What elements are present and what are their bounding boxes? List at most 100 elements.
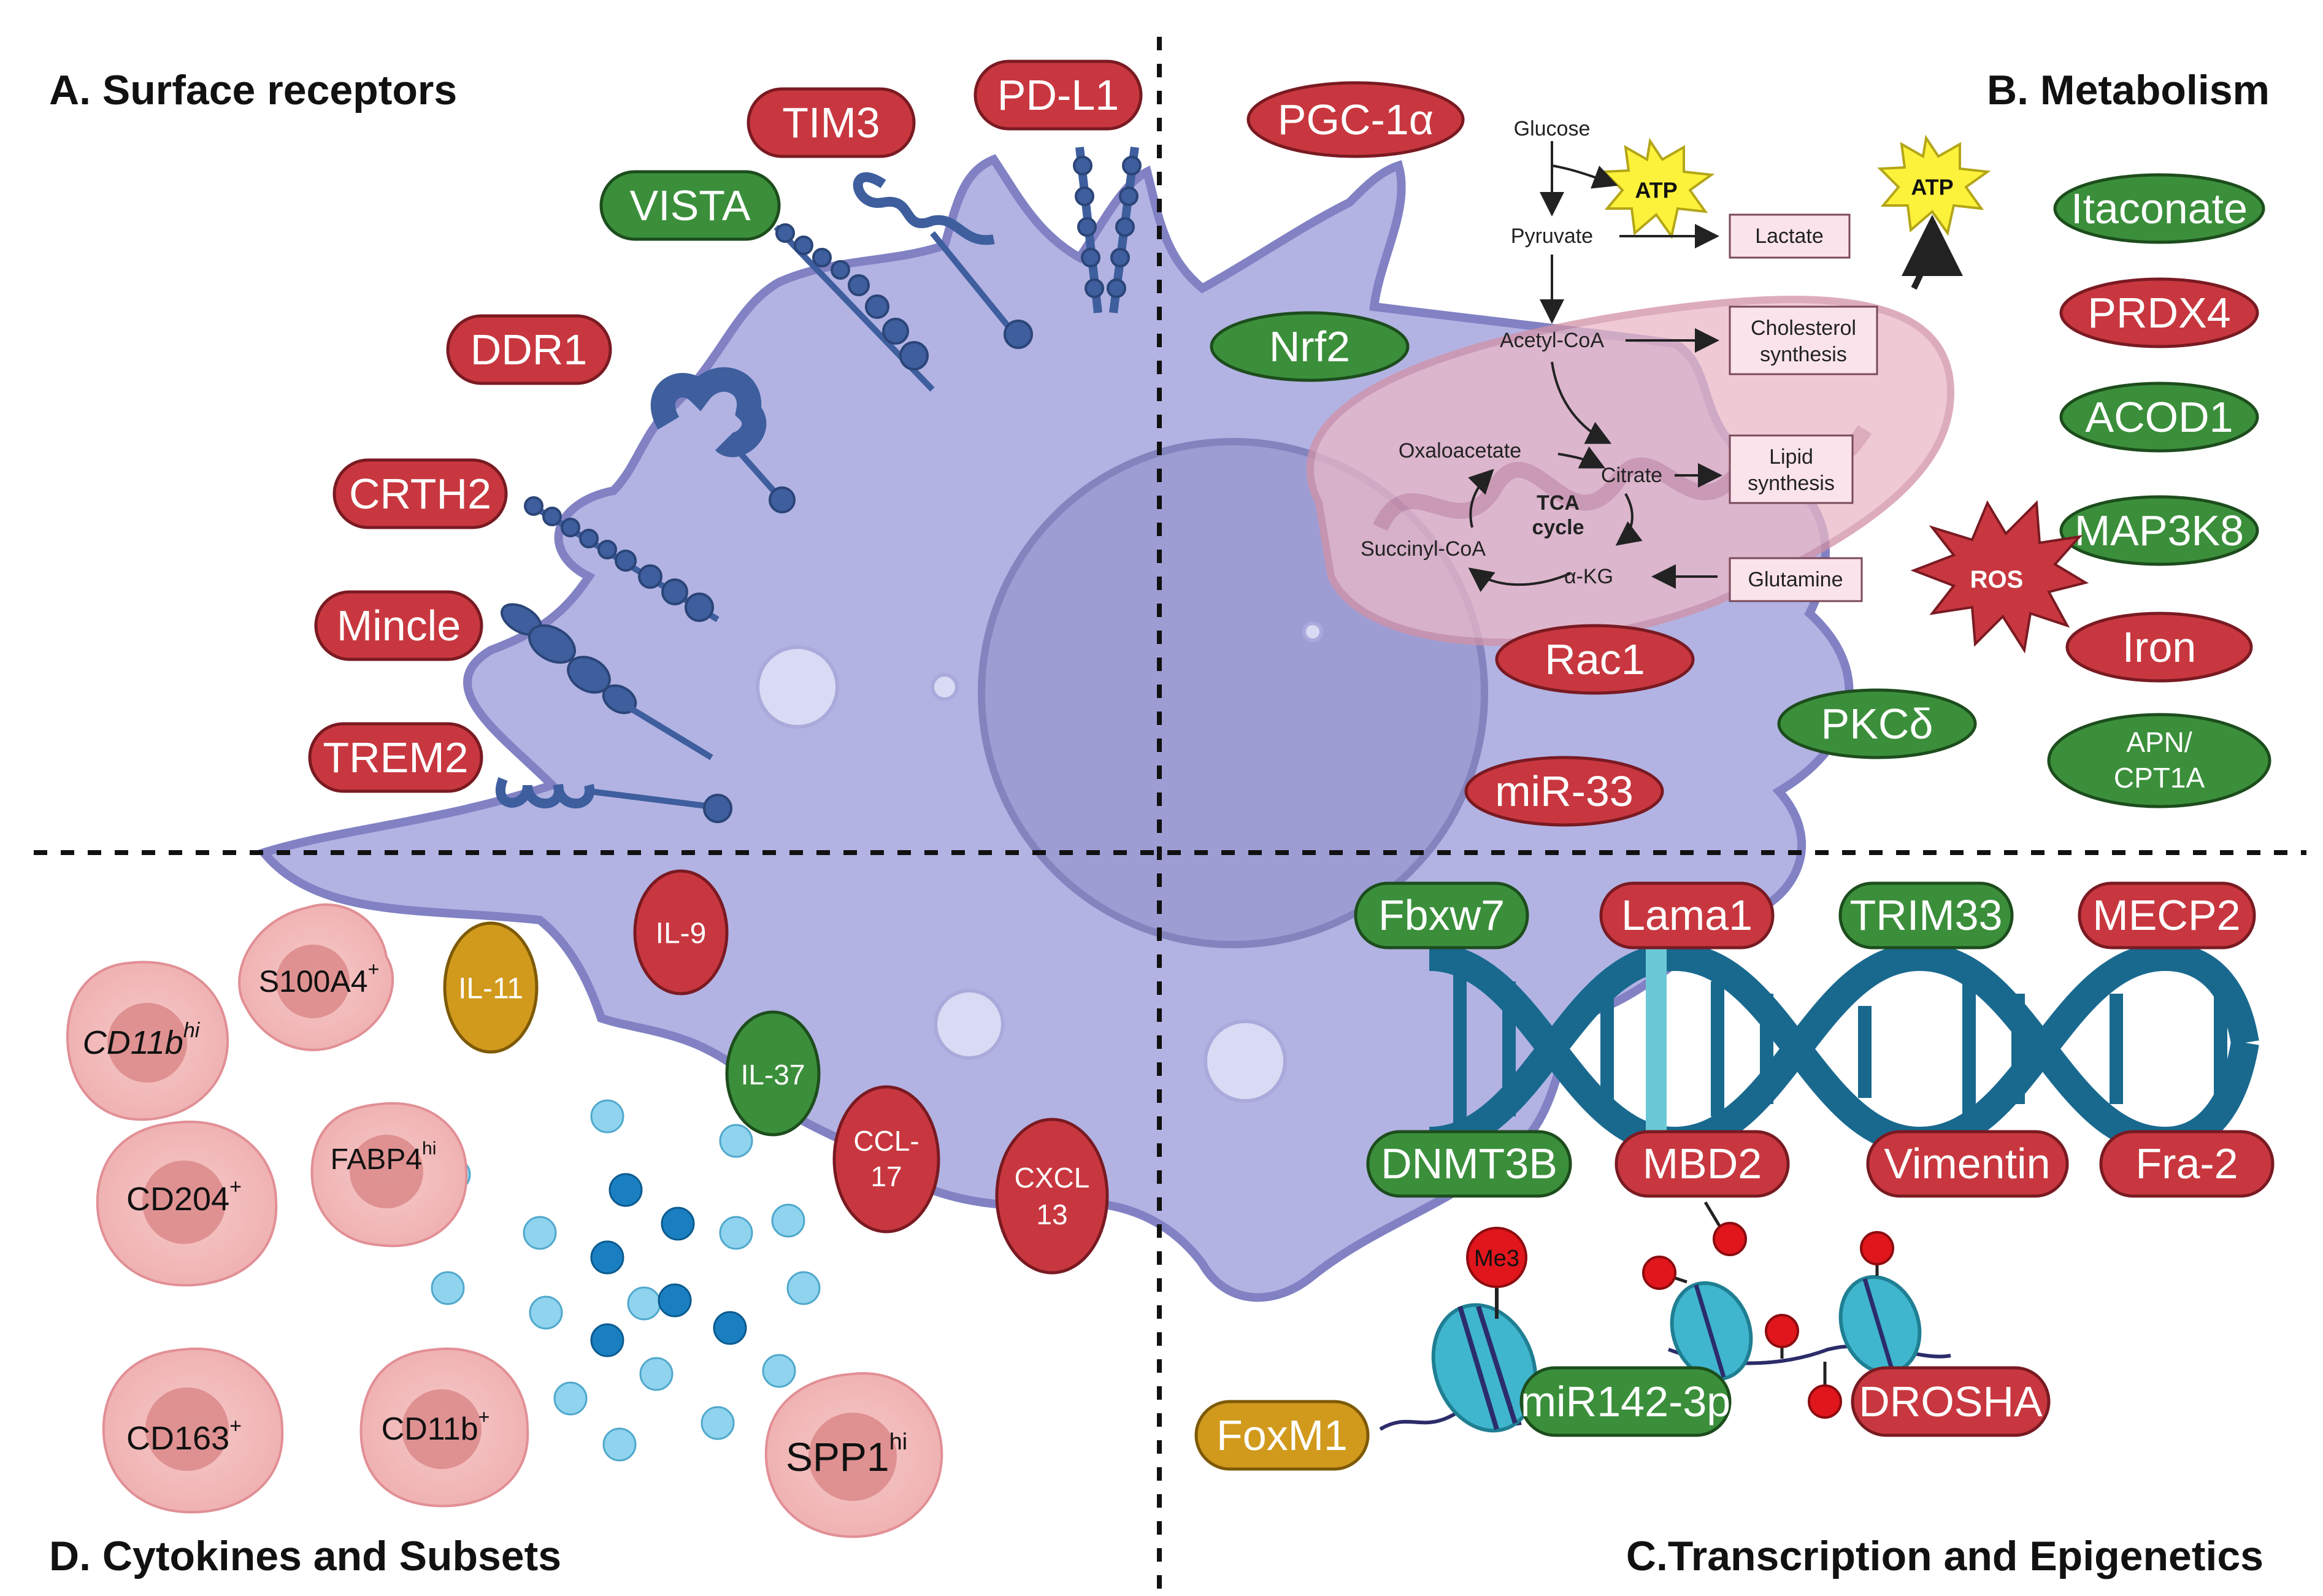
svg-text:ATP: ATP <box>1911 175 1953 200</box>
svg-text:VISTA: VISTA <box>629 182 750 229</box>
crth2-receptor-icon <box>524 496 720 623</box>
svg-text:Nrf2: Nrf2 <box>1269 323 1350 370</box>
svg-text:S100A4+: S100A4+ <box>259 958 380 999</box>
svg-text:Oxaloacetate: Oxaloacetate <box>1399 439 1521 462</box>
heading-metabolism: B. Metabolism <box>1987 67 2270 113</box>
lactate-box: Lactate <box>1729 213 1851 259</box>
drosha-pill: DROSHA <box>1851 1366 2051 1437</box>
vimentin-pill: Vimentin <box>1866 1130 2069 1198</box>
svg-text:Mincle: Mincle <box>337 602 461 650</box>
svg-text:17: 17 <box>870 1161 902 1192</box>
svg-text:MECP2: MECP2 <box>2092 891 2240 939</box>
subset-cd11b-hi: CD11bhi <box>66 961 229 1121</box>
svg-text:Itaconate: Itaconate <box>2071 185 2248 232</box>
svg-text:CPT1A: CPT1A <box>2114 762 2205 794</box>
svg-text:α-KG: α-KG <box>1564 565 1613 588</box>
svg-text:Pyruvate: Pyruvate <box>1511 224 1593 248</box>
cholesterol-box: Cholesterol synthesis <box>1729 305 1878 375</box>
macrophage-subsets: S100A4+ CD11bhi FABP4hi CD204+ CD163+ CD… <box>66 903 943 1538</box>
svg-text:Fbxw7: Fbxw7 <box>1378 891 1505 939</box>
mbd2-pill: MBD2 <box>1615 1130 1790 1198</box>
svg-text:Acetyl-CoA: Acetyl-CoA <box>1500 329 1604 352</box>
svg-text:TIM3: TIM3 <box>782 99 880 147</box>
svg-text:IL-11: IL-11 <box>458 973 523 1005</box>
vista-pill: VISTA <box>599 170 781 241</box>
svg-text:PKCδ: PKCδ <box>1821 700 1933 748</box>
svg-text:ROS: ROS <box>1970 566 2024 593</box>
svg-text:miR142-3p: miR142-3p <box>1521 1378 1730 1425</box>
nucleosomes: Me3 <box>1379 1201 1951 1433</box>
il11-oval: IL-11 <box>443 921 539 1054</box>
heading-cytokines-subsets: D. Cytokines and Subsets <box>49 1533 561 1579</box>
svg-text:CCL-: CCL- <box>853 1125 919 1157</box>
svg-text:PGC-1α: PGC-1α <box>1278 96 1434 144</box>
tim3-pill: TIM3 <box>747 87 916 158</box>
vesicles <box>756 621 1578 1103</box>
svg-text:TREM2: TREM2 <box>323 734 468 781</box>
svg-text:FABP4hi: FABP4hi <box>331 1138 437 1176</box>
svg-text:DDR1: DDR1 <box>470 326 588 374</box>
svg-text:PD-L1: PD-L1 <box>997 71 1119 119</box>
fra2-pill: Fra-2 <box>2099 1130 2275 1198</box>
epigenetics-bottom-labels: FoxM1 miR142-3p DROSHA <box>1194 1366 2051 1471</box>
svg-text:Iron: Iron <box>2122 623 2197 671</box>
cytokine-droplets <box>431 1099 821 1462</box>
svg-text:synthesis: synthesis <box>1760 343 1847 366</box>
pkcd-oval: PKCδ <box>1777 688 1977 759</box>
trim33-pill: TRIM33 <box>1838 881 2014 950</box>
trem2-receptor-icon <box>495 777 732 823</box>
svg-text:CD11b+: CD11b+ <box>382 1406 490 1447</box>
svg-text:Glutamine: Glutamine <box>1748 568 1843 591</box>
map3k8-oval: MAP3K8 <box>2059 495 2259 566</box>
histone-icon-3 <box>1838 1275 1922 1375</box>
svg-text:Glucose: Glucose <box>1514 117 1591 140</box>
foxm1-pill: FoxM1 <box>1194 1400 1370 1471</box>
svg-text:FoxM1: FoxM1 <box>1216 1411 1348 1459</box>
mincle-receptor-icon <box>501 603 713 761</box>
crth2-pill: CRTH2 <box>332 458 508 529</box>
svg-text:Me3: Me3 <box>1474 1246 1519 1272</box>
itaconate-oval: Itaconate <box>2053 173 2265 244</box>
svg-text:CD204+: CD204+ <box>126 1175 242 1218</box>
heading-surface-receptors: A. Surface receptors <box>49 67 457 113</box>
svg-text:Lama1: Lama1 <box>1621 891 1753 939</box>
svg-text:Lactate: Lactate <box>1755 224 1824 248</box>
prdx4-oval: PRDX4 <box>2059 277 2259 348</box>
il9-oval: IL-9 <box>633 869 729 996</box>
mir33-oval: miR-33 <box>1464 756 1664 827</box>
mincle-pill: Mincle <box>314 590 483 661</box>
svg-text:ATP: ATP <box>1635 178 1677 203</box>
receptor-labels: PD-L1 TIM3 VISTA DDR1 CRTH2 Mincle TREM2 <box>308 59 1143 793</box>
receptor-chains <box>495 147 1142 823</box>
svg-text:TCA: TCA <box>1537 491 1580 515</box>
svg-text:CRTH2: CRTH2 <box>349 470 491 518</box>
svg-text:MBD2: MBD2 <box>1643 1140 1762 1187</box>
nrf2-oval: Nrf2 <box>1210 311 1410 382</box>
svg-text:TRIM33: TRIM33 <box>1850 891 2003 939</box>
svg-text:Fra-2: Fra-2 <box>2135 1140 2238 1187</box>
lipid-box: Lipid synthesis <box>1729 434 1854 504</box>
svg-text:cycle: cycle <box>1532 516 1584 539</box>
svg-text:ACOD1: ACOD1 <box>2085 393 2233 441</box>
quadrant-dividers <box>34 37 2306 1596</box>
svg-text:Vimentin: Vimentin <box>1884 1140 2050 1187</box>
histone-icon-2 <box>1670 1281 1753 1381</box>
subset-cd163: CD163+ <box>102 1347 284 1514</box>
ddr1-receptor-icon <box>650 367 796 513</box>
lama1-pill: Lama1 <box>1599 881 1775 950</box>
rac1-oval: Rac1 <box>1495 624 1695 695</box>
subset-cd11b: CD11b+ <box>359 1347 529 1508</box>
svg-text:Rac1: Rac1 <box>1545 635 1645 683</box>
pathway-labels: Glucose Pyruvate Lactate Acetyl-CoA Chol… <box>1361 117 1878 602</box>
ddr1-pill: DDR1 <box>446 314 612 385</box>
svg-text:synthesis: synthesis <box>1748 472 1835 495</box>
cytokine-ovals: IL-11 IL-9 IL-37 CCL- 17 CXCL 13 <box>443 869 1109 1275</box>
glutamine-box: Glutamine <box>1729 557 1863 602</box>
cxcl13-oval: CXCL 13 <box>995 1118 1109 1275</box>
svg-text:DNMT3B: DNMT3B <box>1381 1140 1557 1187</box>
svg-text:13: 13 <box>1036 1199 1067 1230</box>
pdl1-pill: PD-L1 <box>973 59 1143 131</box>
metabolic-pathway <box>1468 141 1963 593</box>
ros-burst-icon: ROS <box>1910 500 2089 654</box>
